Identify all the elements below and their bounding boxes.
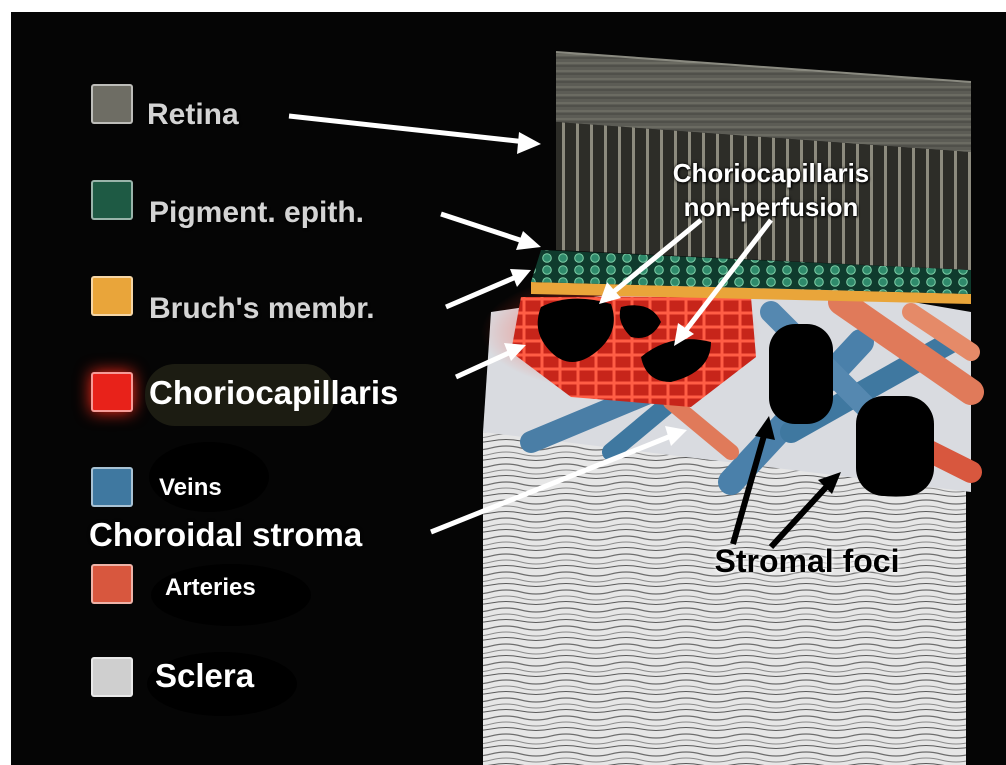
- annotation-choroidal-stroma: Choroidal stroma: [89, 516, 362, 554]
- legend-label-arteries: Arteries: [165, 574, 256, 602]
- legend-label-pigment: Pigment. epith.: [149, 196, 364, 230]
- stromal-focus-1: [769, 324, 833, 424]
- legend-label-veins: Veins: [159, 474, 222, 502]
- legend-label-retina: Retina: [147, 98, 239, 132]
- legend-label-sclera: Sclera: [155, 657, 254, 695]
- swatch-arteries: [91, 564, 133, 604]
- legend-label-bruch: Bruch's membr.: [149, 292, 375, 326]
- legend-label-chorio: Choriocapillaris: [149, 374, 398, 412]
- annotation-nonperfusion: Choriocapillaris non-perfusion: [636, 156, 906, 224]
- annotation-nonperfusion-line1: Choriocapillaris: [636, 156, 906, 190]
- annotation-stromal-foci: Stromal foci: [689, 544, 925, 578]
- swatch-retina: [91, 84, 133, 124]
- stromal-focus-2: [856, 396, 934, 496]
- swatch-pigment: [91, 180, 133, 220]
- swatch-veins: [91, 467, 133, 507]
- swatch-sclera: [91, 657, 133, 697]
- swatch-bruch: [91, 276, 133, 316]
- swatch-chorio: [91, 372, 133, 412]
- annotation-nonperfusion-line2: non-perfusion: [636, 190, 906, 224]
- diagram-panel: Retina Pigment. epith. Bruch's membr. Ch…: [11, 12, 1006, 765]
